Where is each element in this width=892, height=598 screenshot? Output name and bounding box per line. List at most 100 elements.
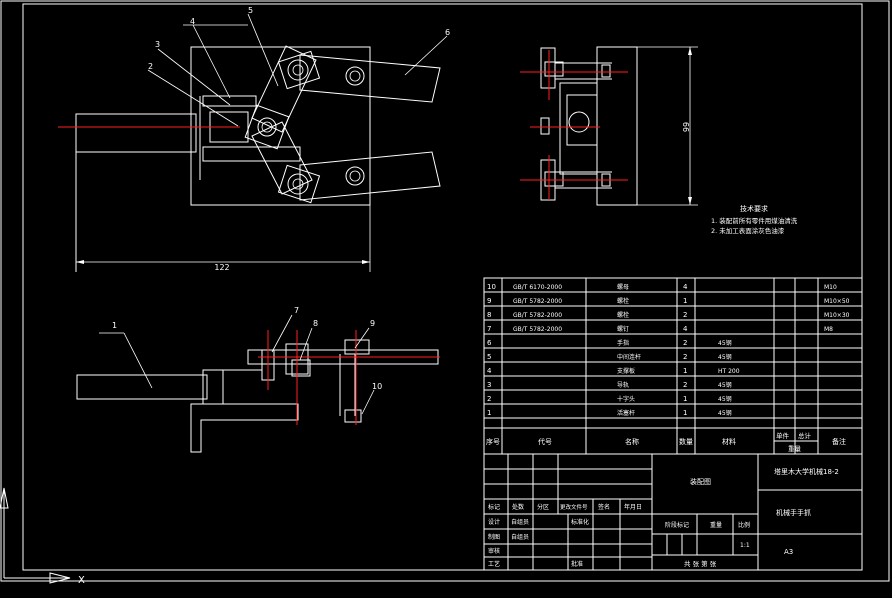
ucs-icon bbox=[0, 487, 71, 584]
part-name: 螺栓 bbox=[617, 297, 629, 305]
parts-header-name: 名称 bbox=[625, 437, 639, 446]
part-qty: 2 bbox=[683, 353, 687, 361]
part-no: 1 bbox=[487, 409, 491, 417]
part-qty: 4 bbox=[683, 283, 688, 291]
part-no: 2 bbox=[487, 395, 491, 403]
sheet-size: A3 bbox=[784, 548, 793, 556]
parts-list-grid bbox=[483, 277, 863, 455]
parts-header-material: 材料 bbox=[722, 437, 736, 446]
top-view bbox=[76, 330, 440, 453]
part-qty: 2 bbox=[683, 339, 687, 347]
balloon-label: 1 bbox=[112, 321, 117, 330]
role-extra: 批准 bbox=[571, 560, 583, 568]
title-block-grid bbox=[483, 453, 863, 571]
status-strip bbox=[0, 590, 892, 598]
role-name: 自组员 bbox=[511, 533, 529, 541]
role-extra: 标准化 bbox=[571, 518, 589, 526]
title-block-header: 更改文件号 bbox=[560, 503, 588, 511]
title-block-header: 处数 bbox=[512, 503, 524, 511]
role-label: 制图 bbox=[488, 533, 500, 541]
weight-label: 重量 bbox=[710, 521, 722, 529]
part-no: 5 bbox=[487, 353, 491, 361]
front-view bbox=[58, 45, 441, 272]
drawing-type: 装配图 bbox=[690, 477, 711, 486]
parts-header-no: 序号 bbox=[486, 437, 500, 446]
part-qty: 2 bbox=[683, 381, 687, 389]
title-block-header: 标记 bbox=[488, 503, 500, 511]
title-block-header: 签名 bbox=[598, 503, 610, 511]
parts-header-qty: 数量 bbox=[679, 437, 693, 446]
part-spec: M8 bbox=[824, 326, 833, 333]
part-no: 6 bbox=[487, 339, 492, 347]
stage-label: 阶段标记 bbox=[665, 521, 689, 529]
part-qty: 4 bbox=[683, 325, 688, 333]
parts-header-weight: 重量 bbox=[788, 445, 802, 453]
balloon-label: 3 bbox=[155, 40, 160, 49]
drawing-frame bbox=[0, 0, 890, 582]
part-material: 45钢 bbox=[718, 339, 732, 347]
school-name: 塔里木大学机械18-2 bbox=[774, 467, 839, 476]
part-code: GB/T 5782-2000 bbox=[513, 312, 562, 319]
part-name: 螺栓 bbox=[617, 311, 629, 319]
tech-req-item: 1. 装配前所有零件用煤油清洗 bbox=[711, 216, 798, 225]
part-no: 7 bbox=[487, 325, 491, 333]
balloon-label: 6 bbox=[445, 28, 450, 37]
scale-value: 1:1 bbox=[740, 542, 750, 549]
dimension-width: 122 bbox=[214, 263, 229, 272]
top-view-leaders bbox=[99, 314, 375, 415]
part-no: 8 bbox=[487, 311, 491, 319]
role-label: 设计 bbox=[488, 518, 500, 526]
role-name: 自组员 bbox=[511, 518, 529, 526]
part-name: 螺母 bbox=[617, 283, 629, 291]
side-view bbox=[520, 46, 698, 206]
parts-header-total: 总计 bbox=[798, 431, 812, 440]
part-name: 活塞杆 bbox=[617, 409, 635, 417]
part-name: 螺钉 bbox=[617, 325, 629, 333]
balloon-label: 4 bbox=[190, 17, 195, 26]
part-no: 3 bbox=[487, 381, 491, 389]
part-material: 45钢 bbox=[718, 381, 732, 389]
sheet-count: 共 张 第 张 bbox=[684, 559, 717, 568]
part-code: GB/T 6170-2000 bbox=[513, 284, 562, 291]
part-qty: 2 bbox=[683, 311, 687, 319]
balloon-label: 10 bbox=[372, 382, 382, 391]
part-name: 中间连杆 bbox=[617, 353, 641, 361]
part-material: 45钢 bbox=[718, 409, 732, 417]
part-qty: 1 bbox=[683, 409, 687, 417]
role-label: 工艺 bbox=[488, 560, 500, 568]
part-code: GB/T 5782-2000 bbox=[513, 298, 562, 305]
part-spec: M10×30 bbox=[824, 312, 850, 319]
part-code: GB/T 5782-2000 bbox=[513, 326, 562, 333]
part-name: 支撑板 bbox=[617, 367, 635, 375]
part-qty: 1 bbox=[683, 297, 687, 305]
balloon-label: 2 bbox=[148, 62, 153, 71]
tech-req-title: 技术要求 bbox=[740, 204, 768, 213]
balloon-label: 9 bbox=[370, 319, 375, 328]
part-qty: 1 bbox=[683, 395, 687, 403]
parts-header-remark: 备注 bbox=[832, 437, 846, 446]
part-name: 十字头 bbox=[617, 395, 635, 403]
tech-req-item: 2. 未加工表面涂灰色油漆 bbox=[711, 226, 785, 235]
part-name: 手指 bbox=[617, 339, 629, 347]
balloon-label: 5 bbox=[248, 6, 253, 15]
balloon-label: 7 bbox=[294, 306, 299, 315]
title-block-header: 分区 bbox=[537, 503, 549, 511]
part-material: 45钢 bbox=[718, 395, 732, 403]
part-qty: 1 bbox=[683, 367, 687, 375]
part-material: HT 200 bbox=[718, 368, 740, 375]
role-label: 审核 bbox=[488, 547, 500, 555]
front-view-leaders bbox=[147, 13, 448, 127]
scale-label: 比例 bbox=[738, 521, 750, 529]
part-no: 4 bbox=[487, 367, 492, 375]
part-name: 导轨 bbox=[617, 381, 629, 389]
ucs-x-label: X bbox=[78, 575, 85, 586]
drawing-name: 机械手手抓 bbox=[776, 508, 811, 517]
balloon-label: 8 bbox=[313, 319, 318, 328]
title-block-header: 年月日 bbox=[624, 503, 642, 511]
part-no: 9 bbox=[487, 297, 491, 305]
parts-header-unit: 单件 bbox=[776, 431, 790, 440]
part-material: 45钢 bbox=[718, 353, 732, 361]
part-spec: M10×50 bbox=[824, 298, 850, 305]
